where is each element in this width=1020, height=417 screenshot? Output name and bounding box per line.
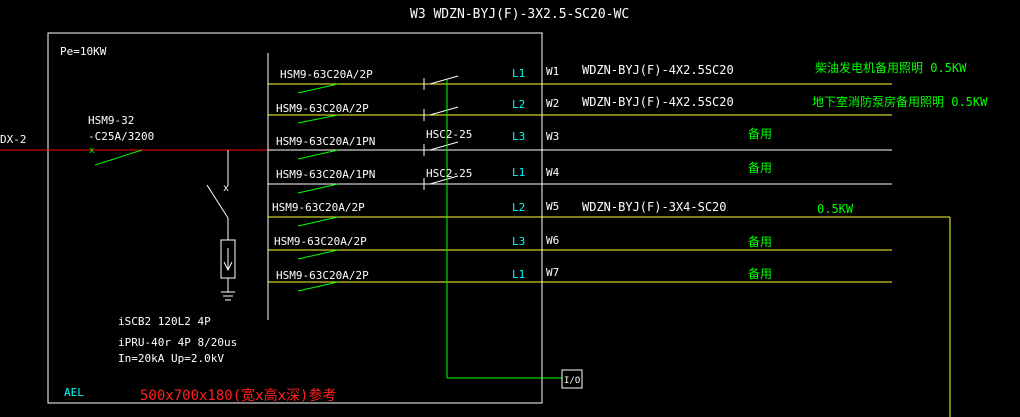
circuit-5-cable: WDZN-BYJ(F)-3X4-SC20 <box>582 200 727 214</box>
circuit-6-phase: L3 <box>512 235 525 248</box>
circuit-1-breaker-blade <box>297 83 339 94</box>
spd-label-2: iPRU-40r 4P 8/20us <box>118 336 237 349</box>
circuit-1-cable: WDZN-BYJ(F)-4X2.5SC20 <box>582 63 734 77</box>
circuit-1: HSM9-63C20A/2P L1 W1 WDZN-BYJ(F)-4X2.5SC… <box>268 60 967 94</box>
circuit-4-load: 备用 <box>748 161 772 175</box>
circuit-4-id: W4 <box>546 166 560 179</box>
circuit-6-breaker: HSM9-63C20A/2P <box>274 235 367 248</box>
circuit-4-breaker: HSM9-63C20A/1PN <box>276 168 375 181</box>
incoming-feeder-label: DX-2 <box>0 133 27 146</box>
circuit-1-phase: L1 <box>512 67 525 80</box>
circuit-1-load: 柴油发电机备用照明 0.5KW <box>815 60 967 75</box>
circuit-4-phase: L1 <box>512 166 525 179</box>
circuit-5-load: 0.5KW <box>817 202 854 216</box>
circuit-6-load: 备用 <box>748 235 772 249</box>
circuit-3-load: 备用 <box>748 127 772 141</box>
circuit-6-breaker-blade <box>297 249 339 260</box>
circuit-2-breaker-blade <box>297 114 339 124</box>
circuit-1-breaker: HSM9-63C20A/2P <box>280 68 373 81</box>
circuit-2-load: 地下室消防泵房备用照明 0.5KW <box>812 94 988 109</box>
io-module-box <box>561 369 583 389</box>
circuit-3-phase: L3 <box>512 130 525 143</box>
spd-isolator-blade <box>206 184 229 219</box>
circuit-7-breaker-blade <box>297 281 339 292</box>
circuit-7-phase: L1 <box>512 268 525 281</box>
circuit-3-breaker: HSM9-63C20A/1PN <box>276 135 375 148</box>
circuit-6-id: W6 <box>546 234 559 247</box>
circuit-5-breaker-blade <box>297 216 339 227</box>
circuit-7-id: W7 <box>546 266 559 279</box>
circuit-7: HSM9-63C20A/2P L1 W7 备用 <box>268 266 892 292</box>
circuit-4: HSM9-63C20A/1PN L1 W4 备用 <box>268 161 892 194</box>
circuit-6: HSM9-63C20A/2P L3 W6 备用 <box>268 234 892 260</box>
circuit-2-cable: WDZN-BYJ(F)-4X2.5SC20 <box>582 95 734 109</box>
circuit-1-id: W1 <box>546 65 559 78</box>
spd-label-3: In=20kA Up=2.0kV <box>118 352 224 365</box>
circuit-3: HSM9-63C20A/1PN L3 W3 备用 <box>268 127 892 160</box>
spd-isolator-cross-icon: x <box>223 183 229 194</box>
main-switch-label-1: HSM9-32 <box>88 114 134 127</box>
circuit-5: HSM9-63C20A/2P L2 W5 WDZN-BYJ(F)-3X4-SC2… <box>268 200 951 417</box>
circuit-2-breaker: HSM9-63C20A/2P <box>276 102 369 115</box>
circuit-3-id: W3 <box>546 130 559 143</box>
main-switch-cross-icon: x <box>89 146 95 156</box>
circuit-5-phase: L2 <box>512 201 525 214</box>
circuit-2-phase: L2 <box>512 98 525 111</box>
contactor-1-label: HSC2-25 <box>426 128 472 141</box>
contactor-group: HSC2-25 HSC2-25 <box>423 75 562 379</box>
spd-arrow-icon <box>223 248 233 272</box>
panel-dimension-note: 500x700x180(宽x高x深)参考 <box>140 387 336 404</box>
circuit-5-id: W5 <box>546 200 559 213</box>
circuit-2-id: W2 <box>546 97 559 110</box>
main-switch-label-2: -C25A/3200 <box>88 130 154 143</box>
circuit-7-breaker: HSM9-63C20A/2P <box>276 269 369 282</box>
diagram-title: W3 WDZN-BYJ(F)-3X2.5-SC20-WC <box>410 7 629 22</box>
panel-ael-label: AEL <box>64 386 84 399</box>
panel-enclosure <box>47 32 543 404</box>
main-switch-blade <box>94 149 143 166</box>
circuit-4-breaker-blade <box>297 183 339 194</box>
io-module-label: I/O <box>564 376 580 386</box>
panel-pe-label: Pe=10KW <box>60 45 107 58</box>
circuit-3-breaker-blade <box>297 149 339 160</box>
circuit-2: HSM9-63C20A/2P L2 W2 WDZN-BYJ(F)-4X2.5SC… <box>268 94 988 124</box>
circuit-5-breaker: HSM9-63C20A/2P <box>272 201 365 214</box>
spd-label-1: iSCB2 120L2 4P <box>118 315 211 328</box>
circuit-7-load: 备用 <box>748 267 772 281</box>
contactor-2-label: HSC2-25 <box>426 167 472 180</box>
